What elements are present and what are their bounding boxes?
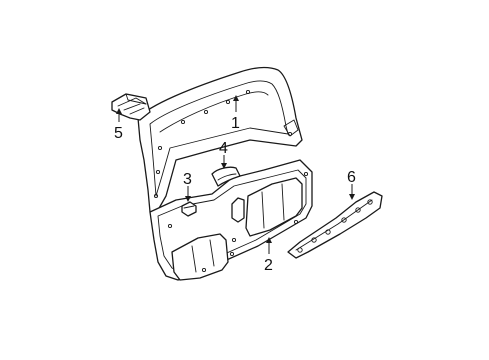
part-1-upper-trim-panel: [137, 66, 303, 213]
leader-5: [116, 108, 122, 122]
callout-1: 1: [231, 115, 240, 132]
leader-3: [185, 186, 191, 202]
callout-6: 6: [347, 169, 356, 186]
part-4-handle: [211, 166, 241, 187]
part-2-lower-trim-panel: [149, 159, 313, 281]
callout-2: 2: [264, 257, 273, 274]
leader-1: [233, 95, 239, 112]
callout-5: 5: [114, 125, 123, 142]
leader-6: [349, 184, 355, 200]
callout-3: 3: [183, 171, 192, 188]
part-6-bracket-strip: [287, 191, 383, 259]
part-3-clip: [181, 201, 197, 217]
leader-2: [266, 237, 272, 254]
leader-4: [221, 155, 227, 169]
part-5-corner-bracket: [111, 93, 151, 121]
callout-4: 4: [219, 140, 228, 157]
